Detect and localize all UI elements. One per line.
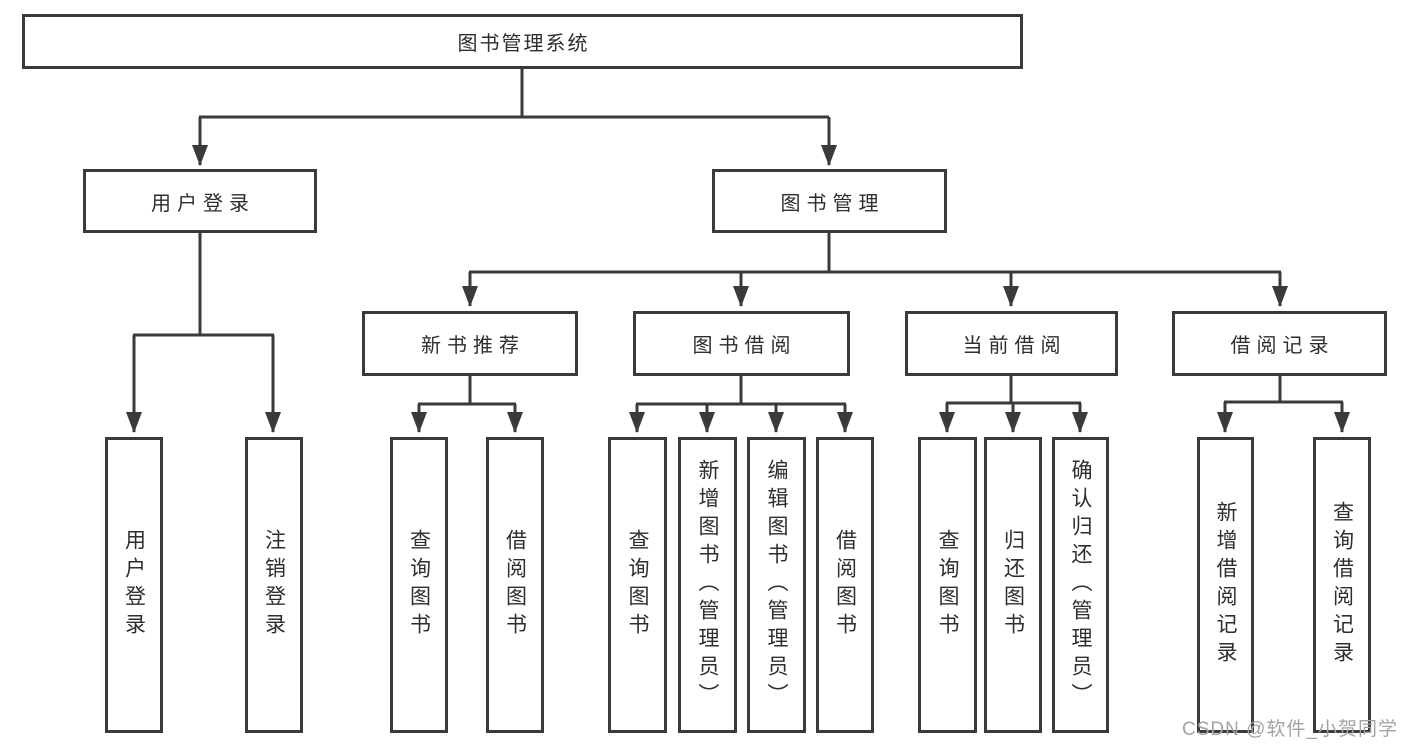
node-library-management-system: 图书管理系统 bbox=[22, 14, 1023, 69]
leaf-bb-add-books: 新增图书（管理员） bbox=[678, 437, 737, 733]
leaf-bb-query-books-label: 查询图书 bbox=[626, 529, 649, 641]
leaf-cb-return-books-label: 归还图书 bbox=[1001, 529, 1025, 641]
node-new-book-recommend: 新书推荐 bbox=[362, 311, 578, 376]
connector-skeleton bbox=[133, 69, 1343, 406]
node-current-borrowing: 当前借阅 bbox=[905, 311, 1118, 376]
leaf-cb-query-books-label: 查询图书 bbox=[936, 529, 959, 641]
leaf-br-add-record-label: 新增借阅记录 bbox=[1214, 501, 1237, 669]
leaf-bb-borrow-books-label: 借阅图书 bbox=[833, 529, 857, 641]
leaf-nbr-query-books-label: 查询图书 bbox=[407, 529, 431, 641]
leaf-bb-borrow-books: 借阅图书 bbox=[816, 437, 874, 733]
leaf-br-add-record: 新增借阅记录 bbox=[1197, 437, 1254, 733]
node-book-management-label: 图书管理 bbox=[780, 192, 885, 215]
leaf-cb-return-books: 归还图书 bbox=[984, 437, 1042, 733]
leaf-cb-confirm-return-label: 确认归还（管理员） bbox=[1069, 459, 1092, 711]
leaf-bb-edit-books: 编辑图书（管理员） bbox=[747, 437, 806, 733]
leaf-bb-add-books-label: 新增图书（管理员） bbox=[696, 459, 719, 711]
node-new-book-recommend-label: 新书推荐 bbox=[421, 335, 525, 357]
csdn-watermark: CSDN @软件_小贺同学 bbox=[1182, 719, 1398, 740]
node-library-management-system-label: 图书管理系统 bbox=[457, 33, 590, 55]
leaf-br-query-record-label: 查询借阅记录 bbox=[1330, 501, 1354, 669]
leaf-bb-query-books: 查询图书 bbox=[608, 437, 667, 733]
leaf-logout: 注销登录 bbox=[245, 437, 303, 733]
node-book-borrowing-label: 图书借阅 bbox=[692, 335, 797, 357]
leaf-logout-label: 注销登录 bbox=[262, 529, 286, 641]
leaf-user-login: 用户登录 bbox=[105, 437, 163, 733]
node-borrowing-records-label: 借阅记录 bbox=[1230, 335, 1335, 357]
node-user-login-label: 用户登录 bbox=[151, 192, 255, 215]
leaf-nbr-query-books: 查询图书 bbox=[390, 437, 448, 733]
leaf-br-query-record: 查询借阅记录 bbox=[1313, 437, 1371, 733]
node-current-borrowing-label: 当前借阅 bbox=[962, 335, 1067, 357]
node-book-borrowing: 图书借阅 bbox=[633, 311, 850, 376]
leaf-user-login-label: 用户登录 bbox=[122, 529, 146, 641]
leaf-nbr-borrow-books-label: 借阅图书 bbox=[503, 529, 527, 641]
node-book-management: 图书管理 bbox=[712, 169, 947, 233]
leaf-cb-query-books: 查询图书 bbox=[918, 437, 977, 733]
leaf-nbr-borrow-books: 借阅图书 bbox=[486, 437, 544, 733]
node-user-login: 用户登录 bbox=[83, 169, 317, 233]
node-borrowing-records: 借阅记录 bbox=[1172, 311, 1387, 376]
leaf-bb-edit-books-label: 编辑图书（管理员） bbox=[765, 459, 788, 711]
leaf-cb-confirm-return: 确认归还（管理员） bbox=[1052, 437, 1109, 733]
